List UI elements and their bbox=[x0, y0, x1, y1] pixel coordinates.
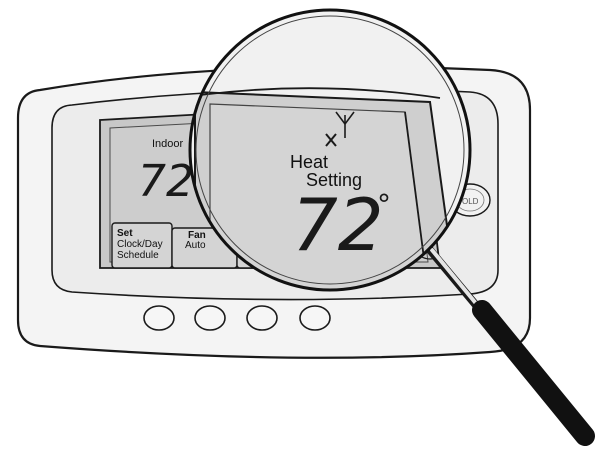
bottom-button-1[interactable] bbox=[143, 305, 175, 331]
setpoint-temp: 72 bbox=[292, 183, 384, 267]
softkey-set-line2: Schedule bbox=[117, 250, 159, 261]
heat-label: Heat bbox=[290, 152, 328, 172]
indoor-temp: 72 bbox=[138, 156, 194, 207]
softkey-fan-value: Auto bbox=[185, 240, 206, 251]
hold-button-label: OLD bbox=[462, 197, 479, 206]
indoor-label: Indoor bbox=[152, 138, 184, 150]
bottom-button-2[interactable] bbox=[194, 305, 226, 331]
magnifier-ring bbox=[188, 8, 472, 292]
magnifier-handle bbox=[472, 300, 595, 446]
bottom-button-3[interactable] bbox=[246, 305, 278, 331]
magnifier-lens bbox=[190, 10, 470, 290]
softkey-fan-title: Fan bbox=[188, 230, 206, 241]
setting-label: Setting bbox=[306, 170, 362, 190]
wireless-antenna-icon bbox=[325, 111, 355, 147]
setpoint-degree-symbol: ° bbox=[377, 188, 391, 221]
bottom-button-4[interactable] bbox=[299, 305, 331, 331]
softkey-set-line1: Clock/Day bbox=[117, 239, 163, 250]
softkey-set-title: Set bbox=[117, 228, 133, 239]
magnifier-ring-inner bbox=[195, 15, 465, 285]
